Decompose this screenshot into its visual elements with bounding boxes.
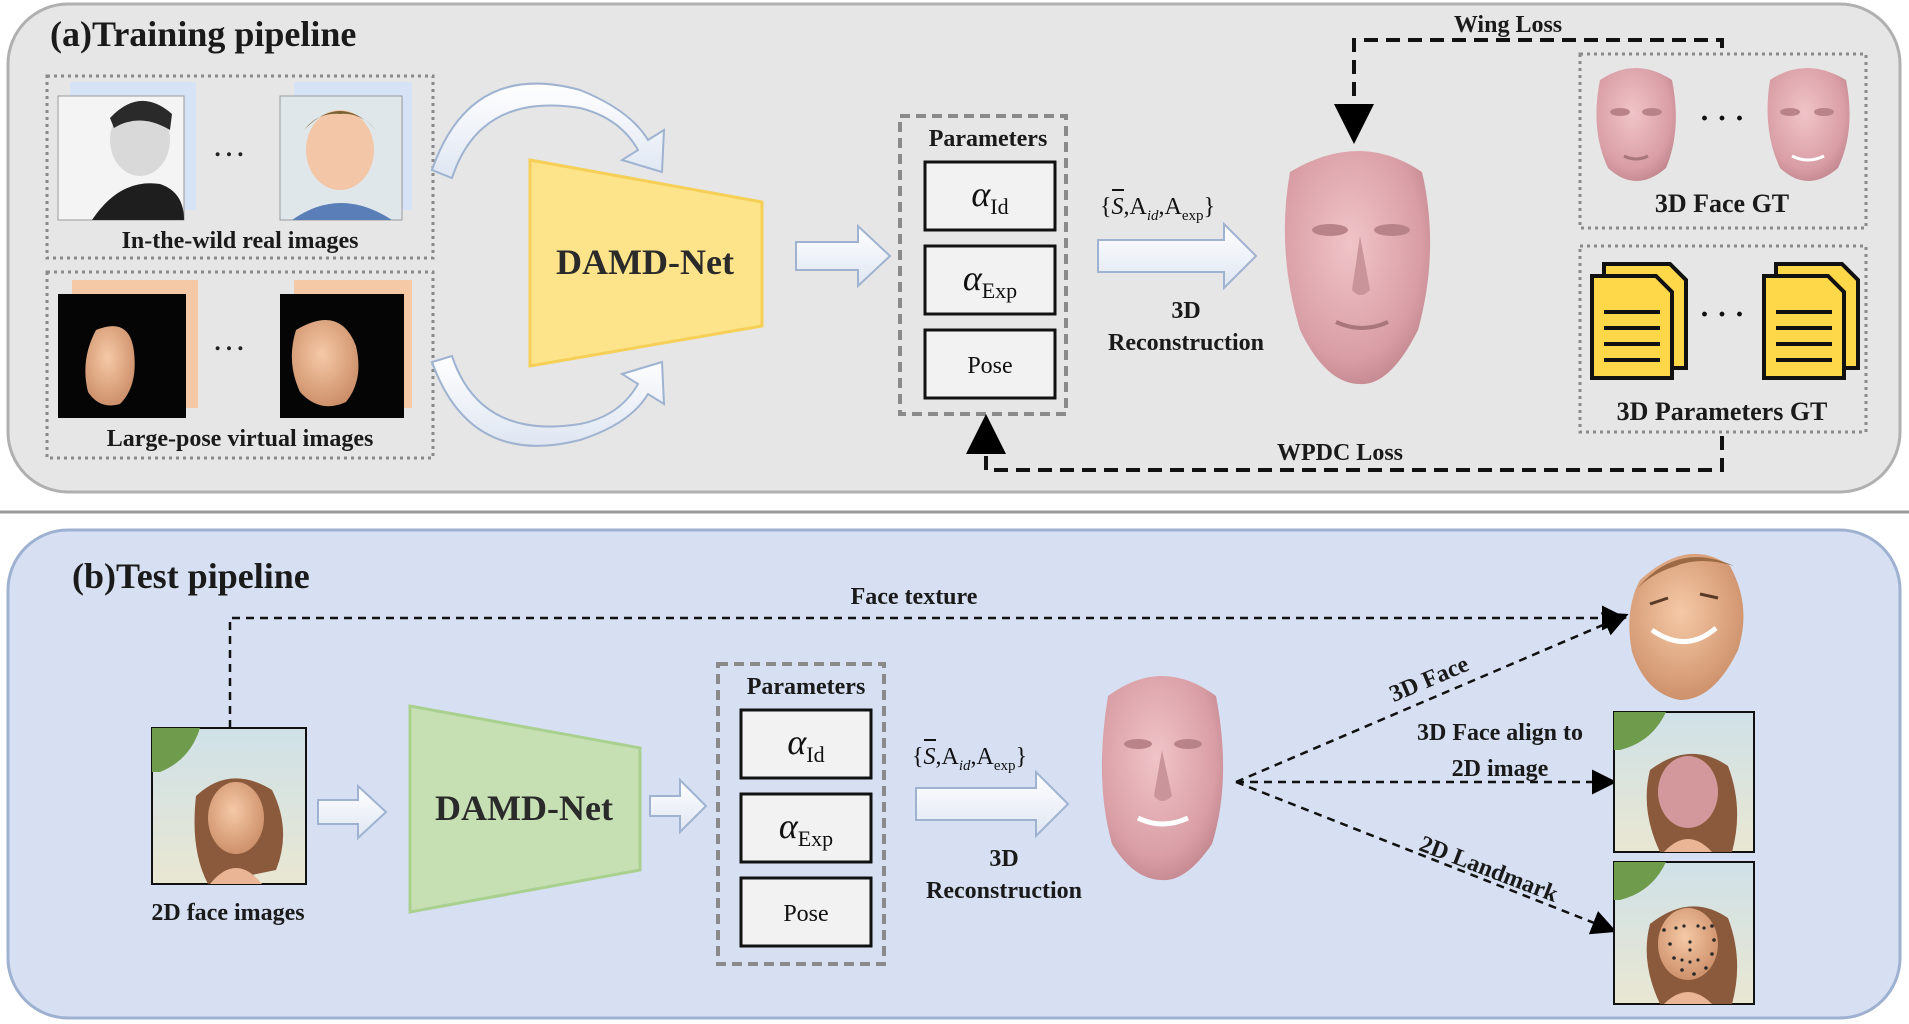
training-parameters-title: Parameters bbox=[929, 126, 1048, 152]
test-network-label: DAMD-Net bbox=[435, 788, 613, 828]
curved-arrow-top bbox=[430, 82, 666, 180]
params-gt-ellipsis: · · · bbox=[1699, 298, 1744, 331]
training-arrow-to-reconstruction bbox=[1097, 221, 1258, 291]
test-panel: (b)Test pipeline Face texture 2D face im… bbox=[6, 528, 1902, 1020]
test-arrow-to-parameters bbox=[649, 777, 708, 835]
training-param-exp: αExp bbox=[963, 258, 1017, 303]
out-align-label-line2: 2D image bbox=[1452, 756, 1549, 782]
training-title: (a)Training pipeline bbox=[50, 14, 356, 54]
training-recon-line2: Reconstruction bbox=[1108, 330, 1264, 356]
test-title: (b)Test pipeline bbox=[72, 556, 310, 596]
training-param-pose: Pose bbox=[967, 353, 1012, 379]
output-aligned-image bbox=[1613, 711, 1755, 853]
real-images-ellipsis: … bbox=[212, 127, 246, 164]
virtual-image-profile-1 bbox=[58, 294, 186, 418]
virtual-images-ellipsis: … bbox=[212, 321, 246, 358]
test-input-image bbox=[151, 727, 307, 885]
out-align-label-line1: 3D Face align to bbox=[1417, 720, 1583, 746]
test-reconstructed-face bbox=[1101, 676, 1224, 881]
face-gt-ellipsis: · · · bbox=[1699, 102, 1744, 135]
arrow-to-landmark bbox=[1235, 780, 1617, 935]
test-param-id-box bbox=[739, 708, 873, 780]
face-gt-label: 3D Face GT bbox=[1655, 189, 1789, 218]
params-gt-group bbox=[1578, 244, 1868, 434]
face-gt-mesh-1 bbox=[1596, 68, 1676, 181]
arrow-to-3d-face bbox=[1235, 612, 1629, 784]
training-arrow-to-parameters bbox=[795, 223, 892, 289]
training-panel: (a)Training pipeline … In-the-wild real … bbox=[6, 2, 1902, 494]
training-recon-line1: 3D bbox=[1171, 298, 1200, 324]
params-gt-document-1 bbox=[1590, 262, 1688, 380]
test-input-label: 2D face images bbox=[151, 900, 304, 926]
curved-arrow-bottom bbox=[430, 354, 666, 447]
real-images-label: In-the-wild real images bbox=[122, 228, 359, 254]
face-gt-group bbox=[1578, 52, 1868, 230]
wing-loss-label: Wing Loss bbox=[1454, 12, 1562, 38]
params-gt-label: 3D Parameters GT bbox=[1617, 397, 1828, 426]
real-image-man bbox=[57, 95, 185, 221]
test-parameters-title: Parameters bbox=[747, 674, 866, 700]
training-reconstructed-face bbox=[1284, 151, 1431, 385]
test-param-exp-box bbox=[739, 792, 873, 864]
training-param-exp-box bbox=[923, 244, 1057, 316]
test-recon-line2: Reconstruction bbox=[926, 878, 1082, 904]
training-param-id-box bbox=[923, 160, 1057, 232]
landmark-points bbox=[1662, 924, 1716, 976]
training-network-label: DAMD-Net bbox=[556, 242, 734, 282]
training-param-pose-box bbox=[923, 328, 1057, 400]
wing-loss-line bbox=[1334, 38, 1724, 144]
test-param-exp: αExp bbox=[779, 806, 833, 851]
face-gt-mesh-2 bbox=[1767, 68, 1850, 181]
wpdc-loss-line bbox=[966, 414, 1724, 472]
virtual-image-profile-2 bbox=[280, 294, 404, 418]
real-image-child bbox=[279, 95, 403, 221]
face-texture-label: Face texture bbox=[851, 584, 978, 610]
output-textured-face bbox=[1629, 553, 1744, 700]
wpdc-loss-label: WPDC Loss bbox=[1277, 440, 1403, 466]
test-arrow-to-reconstruction bbox=[915, 769, 1070, 839]
test-recon-line1: 3D bbox=[989, 846, 1018, 872]
test-network-block bbox=[408, 704, 642, 914]
output-landmark-image bbox=[1613, 861, 1755, 1005]
training-basis-formula: {S,Aid,Aexp} bbox=[1100, 194, 1215, 224]
virtual-images-label: Large-pose virtual images bbox=[107, 426, 374, 452]
training-param-id: αId bbox=[971, 174, 1008, 219]
test-param-pose: Pose bbox=[783, 901, 828, 927]
training-network-block bbox=[528, 158, 764, 368]
test-arrow-to-network bbox=[317, 783, 388, 841]
test-parameters-group bbox=[716, 662, 886, 966]
params-gt-document-2 bbox=[1762, 262, 1860, 380]
test-param-id: αId bbox=[787, 722, 824, 767]
face-texture-line bbox=[228, 605, 1627, 728]
test-param-pose-box bbox=[739, 876, 873, 948]
test-basis-formula: {S,Aid,Aexp} bbox=[912, 744, 1027, 774]
